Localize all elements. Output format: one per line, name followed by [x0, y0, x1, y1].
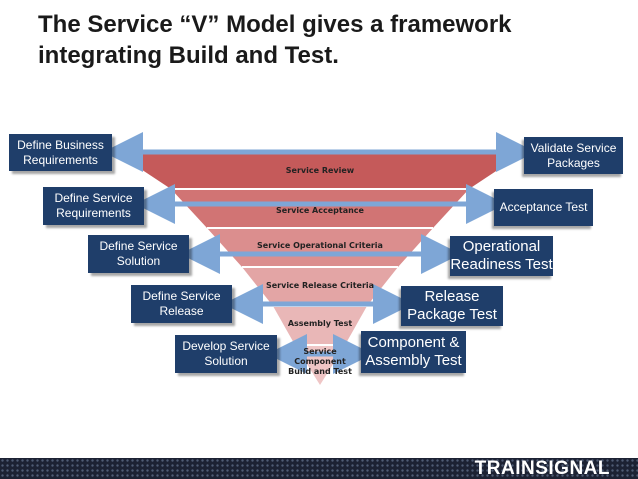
box-acceptance-test: Acceptance Test: [494, 189, 593, 226]
level-label-release-criteria: Service Release Criteria: [265, 281, 375, 290]
box-component-assembly-test: Component & Assembly Test: [361, 331, 466, 373]
box-define-service-release: Define Service Release: [131, 285, 232, 323]
brand-logo: TRAINSIGNAL: [474, 458, 610, 479]
box-define-business-requirements: Define Business Requirements: [9, 134, 112, 171]
box-validate-service-packages: Validate Service Packages: [524, 137, 623, 174]
box-develop-service-solution: Develop Service Solution: [175, 335, 277, 373]
v-model-diagram: [103, 132, 536, 385]
footer-pattern: [0, 458, 638, 479]
level-label-build-and-test: Service Component Build and Test: [288, 347, 352, 376]
level-label-assembly-test: Assembly Test: [287, 319, 353, 328]
level-label-service-acceptance: Service Acceptance: [276, 206, 364, 215]
level-label-operational-criteria: Service Operational Criteria: [257, 241, 383, 250]
level-label-service-review: Service Review: [285, 166, 355, 175]
footer-bar: TRAINSIGNAL: [0, 458, 638, 479]
box-release-package-test: Release Package Test: [401, 286, 503, 326]
box-define-service-requirements: Define Service Requirements: [43, 187, 144, 225]
box-operational-readiness-test: Operational Readiness Test: [450, 236, 553, 276]
slide-title: The Service “V” Model gives a framework …: [38, 11, 512, 69]
connector-arrows: [103, 132, 536, 374]
box-define-service-solution: Define Service Solution: [88, 235, 189, 273]
